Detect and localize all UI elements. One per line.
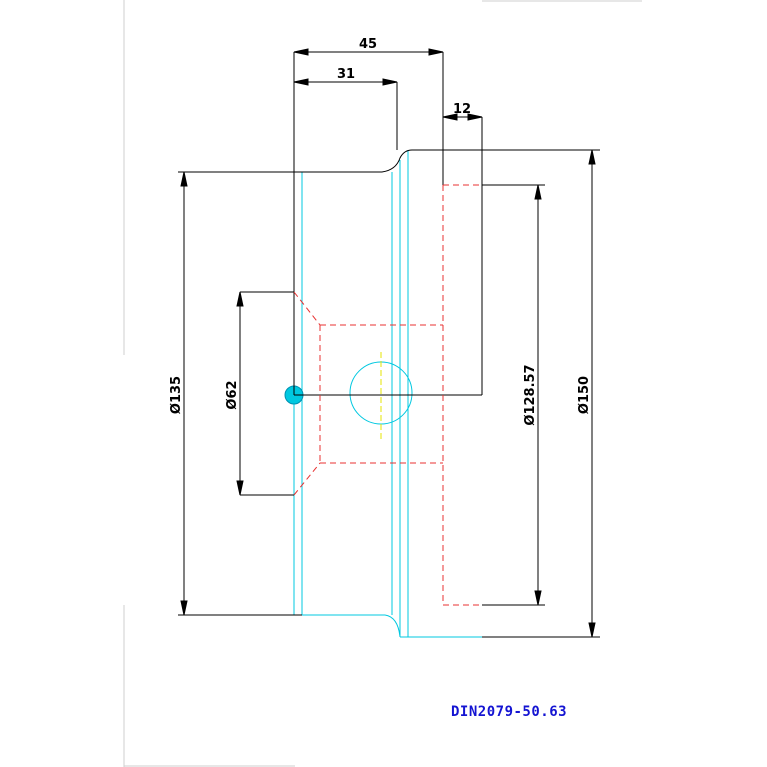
sheet-frame (123, 0, 642, 767)
part-outline (240, 52, 483, 496)
dim-dia-hidden: Ø128.57 (523, 364, 538, 425)
dim-dia-bore: Ø62 (225, 380, 240, 409)
part-contour-cyan (284, 150, 482, 638)
part-number-label: DIN2079-50.63 (451, 704, 568, 720)
dim-shoulder-length: 31 (337, 67, 355, 82)
dim-flange-width: 12 (453, 102, 471, 117)
dim-dia-outer: Ø150 (577, 376, 592, 414)
extension-lines (178, 149, 600, 638)
dim-overall-length: 45 (359, 37, 377, 52)
hidden-lines (293, 184, 482, 606)
dimension-lines (180, 48, 596, 638)
dim-dia-body: Ø135 (169, 376, 184, 414)
